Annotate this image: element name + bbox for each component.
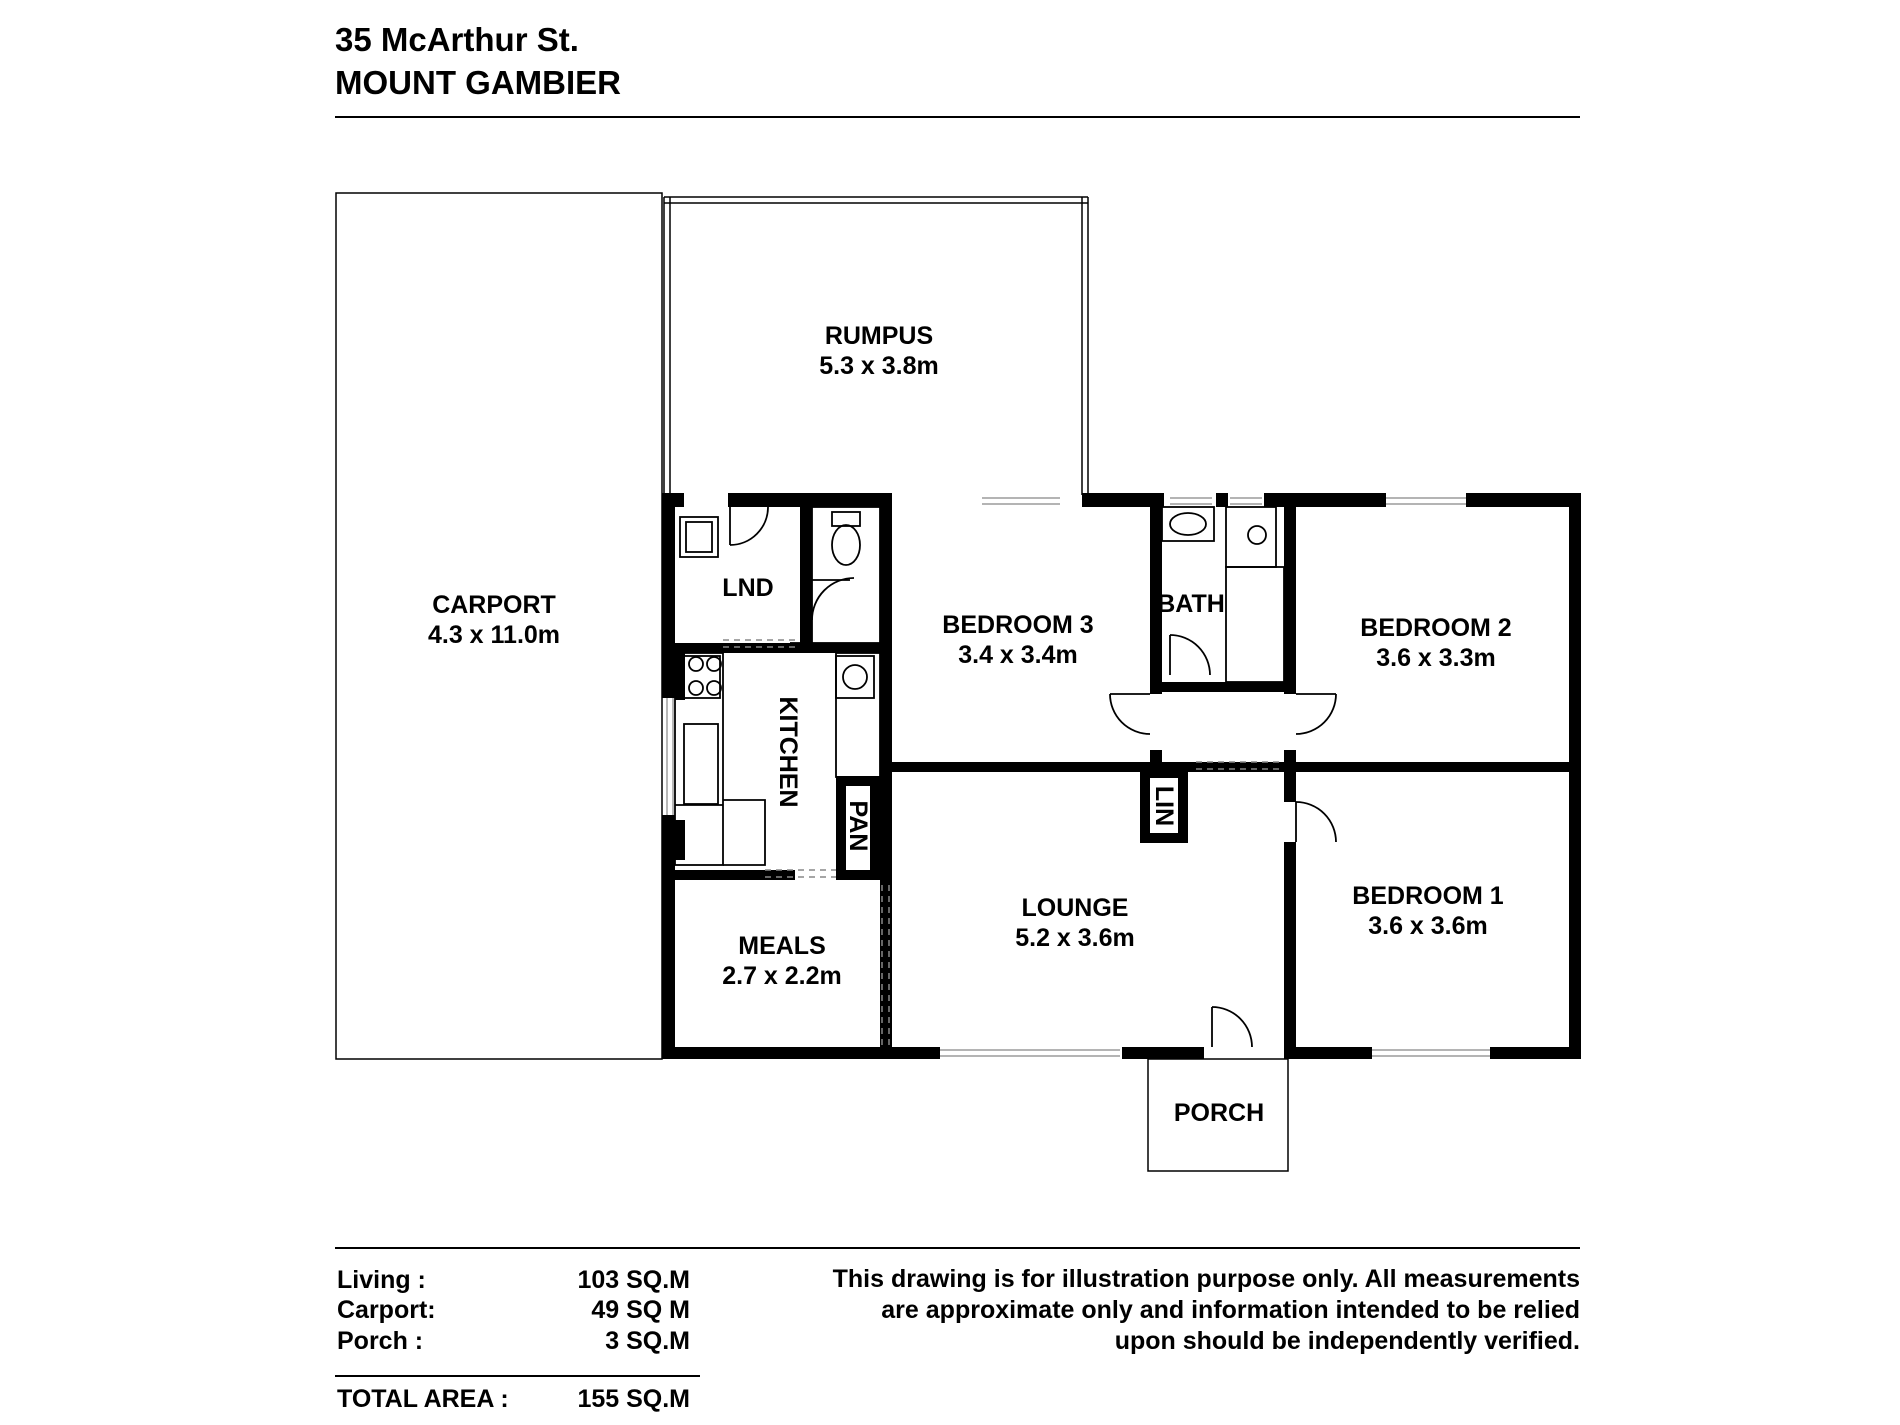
area-label-carport: Carport:: [337, 1296, 436, 1324]
room-dims: 3.4 x 3.4m: [958, 641, 1078, 669]
room-dims: 5.3 x 3.8m: [819, 352, 939, 380]
room-dims: 5.2 x 3.6m: [1015, 924, 1135, 952]
porch-outline: [1147, 1058, 1289, 1172]
room-linen: LIN: [1149, 786, 1179, 826]
rumpus-walls: [663, 196, 1089, 495]
door-swings: [1109, 634, 1337, 1048]
area-value-porch: 3 SQ.M: [605, 1327, 690, 1355]
room-pantry: PAN: [843, 801, 873, 852]
area-value-living: 103 SQ.M: [577, 1266, 690, 1294]
room-name: PORCH: [1173, 1099, 1265, 1127]
room-name: BEDROOM 1: [1352, 882, 1504, 910]
room-name: LIN: [1150, 785, 1178, 827]
thick-walls: [662, 493, 1581, 1059]
room-name: CARPORT: [432, 591, 556, 619]
bath-fixtures: [1161, 506, 1285, 683]
disclaimer-line-2: are approximate only and information int…: [881, 1296, 1580, 1324]
room-dims: 3.6 x 3.6m: [1368, 912, 1488, 940]
room-name: LOUNGE: [1021, 894, 1129, 922]
room-bedroom3: BEDROOM 3 3.4 x 3.4m: [942, 610, 1093, 670]
header-rule: [335, 116, 1580, 118]
area-label-living: Living :: [337, 1266, 426, 1294]
room-carport: CARPORT 4.3 x 11.0m: [428, 590, 560, 650]
room-name: MEALS: [738, 932, 826, 960]
disclaimer-line-3: upon should be independently verified.: [1114, 1327, 1580, 1355]
room-bedroom1: BEDROOM 1 3.6 x 3.6m: [1352, 881, 1503, 941]
wc-fixtures: [790, 506, 881, 644]
area-label-porch: Porch :: [337, 1327, 424, 1355]
room-name: BEDROOM 3: [942, 611, 1094, 639]
room-dims: 4.3 x 11.0m: [427, 621, 561, 649]
room-lounge: LOUNGE 5.2 x 3.6m: [1015, 893, 1135, 953]
area-value-carport: 49 SQ M: [591, 1296, 690, 1324]
total-area-value: 155 SQ.M: [577, 1385, 690, 1413]
room-porch: PORCH: [1174, 1098, 1264, 1128]
room-bath: BATH: [1157, 589, 1225, 619]
room-bedroom2: BEDROOM 2 3.6 x 3.3m: [1360, 613, 1511, 673]
room-name: KITCHEN: [774, 696, 802, 808]
opening-dashes: [723, 639, 1284, 1045]
disclaimer: This drawing is for illustration purpose…: [680, 1264, 1580, 1357]
total-area-label: TOTAL AREA :: [337, 1385, 509, 1413]
kitchen-fixtures: [674, 652, 881, 866]
room-name: PAN: [844, 800, 872, 852]
room-dims: 3.6 x 3.3m: [1376, 644, 1496, 672]
room-meals: MEALS 2.7 x 2.2m: [722, 931, 842, 991]
address-line-2: MOUNT GAMBIER: [335, 64, 621, 101]
disclaimer-line-1: This drawing is for illustration purpose…: [832, 1265, 1580, 1293]
room-kitchen: KITCHEN: [773, 696, 803, 807]
room-name: RUMPUS: [824, 322, 934, 350]
address-line-1: 35 McArthur St.: [335, 21, 579, 58]
room-dims: 2.7 x 2.2m: [722, 962, 842, 990]
room-name: LND: [722, 574, 774, 602]
laundry-fixtures: [679, 506, 769, 558]
room-name: BATH: [1157, 590, 1225, 618]
room-name: BEDROOM 2: [1360, 614, 1512, 642]
room-rumpus: RUMPUS 5.3 x 3.8m: [819, 321, 939, 381]
room-laundry: LND: [722, 573, 773, 603]
